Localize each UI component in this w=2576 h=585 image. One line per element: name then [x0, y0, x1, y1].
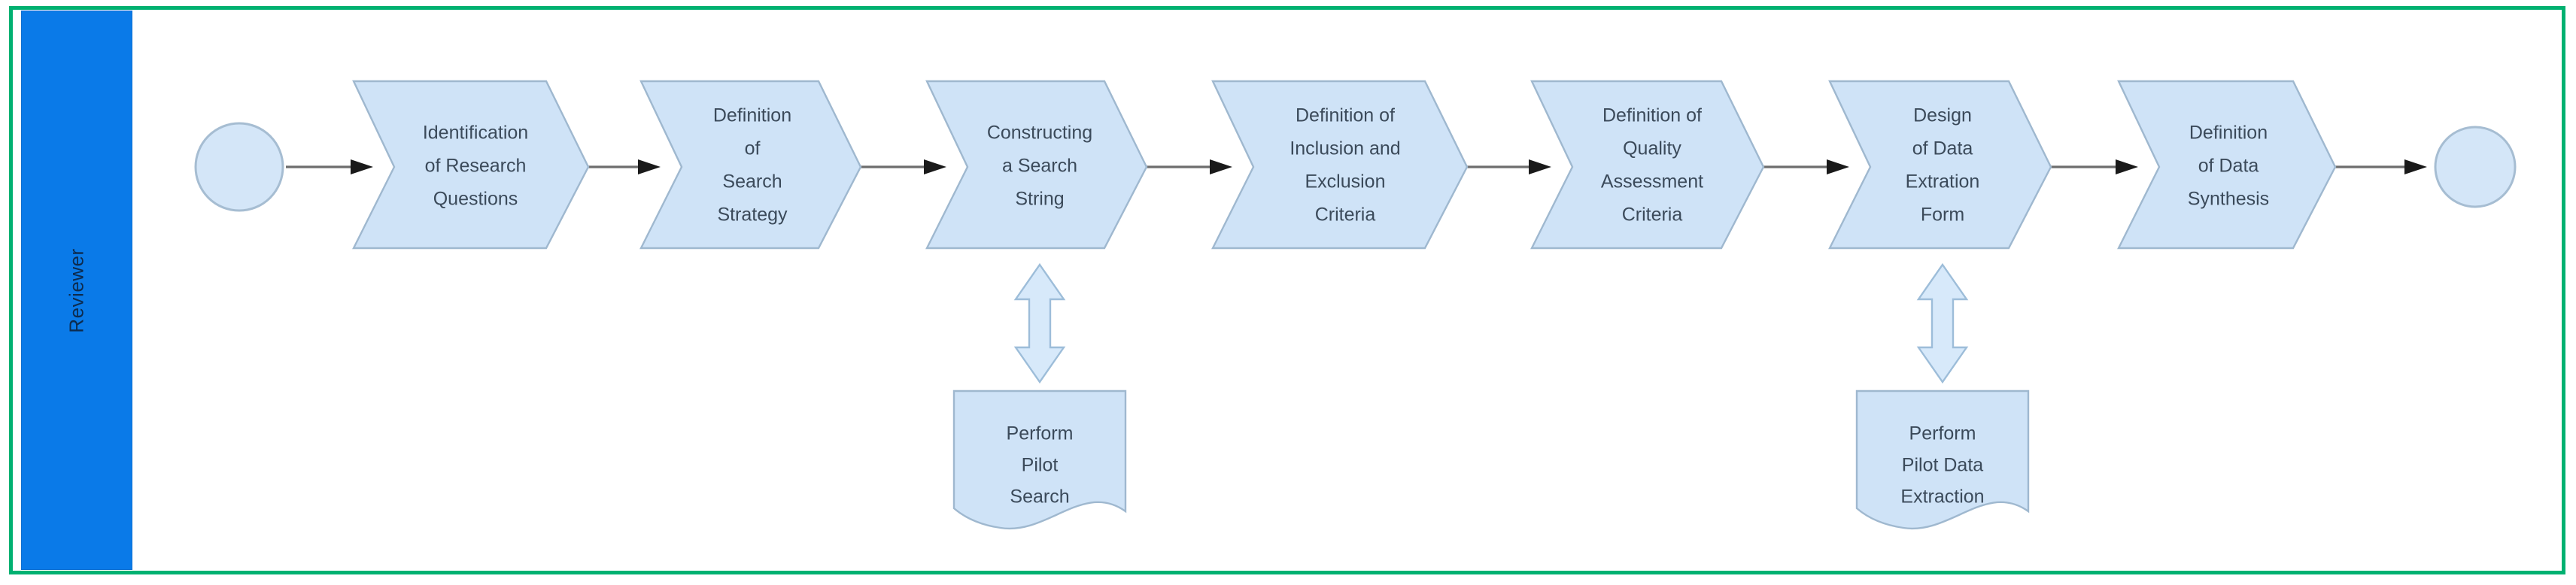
task-label-line: Search	[722, 171, 782, 192]
task-label-line: Assessment	[1601, 171, 1703, 192]
flow-arrowhead	[2404, 159, 2427, 174]
task-label-line: a Search	[1002, 156, 1077, 177]
task-label-line: Definition of	[1296, 105, 1395, 126]
flow-arrowhead	[924, 159, 946, 174]
task-definition-of-inclusion-exclusion-criteria[interactable]: Definition of Inclusion and Exclusion Cr…	[1211, 80, 1469, 250]
task-label-line: of Research	[425, 156, 527, 177]
task-label-line: Exclusion	[1305, 171, 1386, 192]
task-label-line: Definition of	[1602, 105, 1702, 126]
task-design-of-data-extration-form[interactable]: Design of Data Extration Form	[1828, 80, 2052, 250]
task-definition-of-quality-assessment-criteria[interactable]: Definition of Quality Assessment Criteri…	[1530, 80, 1765, 250]
task-definition-of-search-strategy[interactable]: Definition of Search Strategy	[639, 80, 862, 250]
document-label-line: Perform	[1007, 423, 1074, 444]
task-label-line: Extration	[1906, 171, 1980, 192]
bidirectional-association-arrow[interactable]	[1013, 262, 1066, 384]
flow-arrowhead	[351, 159, 373, 174]
document-label-line: Pilot Data	[1902, 455, 1983, 476]
document-label-line: Pilot	[1022, 455, 1059, 476]
document-perform-pilot-data-extraction[interactable]: Perform Pilot Data Extraction	[1855, 389, 2030, 530]
task-label-line: Synthesis	[2188, 189, 2269, 210]
task-label-line: of Data	[1912, 138, 1973, 159]
flow-arrowhead	[2116, 159, 2138, 174]
task-label-line: Quality	[1623, 138, 1681, 159]
task-label-line: Strategy	[717, 205, 788, 226]
lane-header-band[interactable]: Reviewer	[21, 11, 132, 570]
task-definition-of-data-synthesis[interactable]: Definition of Data Synthesis	[2117, 80, 2337, 250]
lane-label-reviewer: Reviewer	[65, 247, 88, 333]
task-label-line: Criteria	[1315, 205, 1376, 226]
task-constructing-a-search-string[interactable]: Constructing a Search String	[925, 80, 1148, 250]
flow-arrowhead	[638, 159, 661, 174]
task-identification-of-research-questions[interactable]: Identification of Research Questions	[352, 80, 590, 250]
end-event[interactable]	[2434, 126, 2517, 208]
task-label-line: Identification	[423, 123, 528, 144]
task-label-line: Definition	[713, 105, 791, 126]
task-label-line: Criteria	[1622, 205, 1683, 226]
flow-arrowhead	[1210, 159, 1232, 174]
task-label-line: Design	[1913, 105, 1972, 126]
document-label-line: Extraction	[1900, 486, 1984, 508]
task-label-line: Form	[1921, 205, 1964, 226]
task-label-line: of	[745, 138, 761, 159]
task-label-line: String	[1015, 189, 1064, 210]
bidirectional-association-arrow[interactable]	[1916, 262, 1969, 384]
sequence-flows	[286, 159, 2427, 174]
task-label-line: Definition	[2189, 123, 2268, 144]
document-perform-pilot-search[interactable]: Perform Pilot Search	[952, 389, 1127, 530]
document-label-line: Perform	[1909, 423, 1976, 444]
flow-arrowhead	[1827, 159, 1849, 174]
flow-arrowhead	[1529, 159, 1551, 174]
task-label-line: Inclusion and	[1290, 138, 1400, 159]
document-label-line: Search	[1010, 486, 1069, 508]
task-label-line: of Data	[2198, 156, 2259, 177]
start-event[interactable]	[194, 122, 284, 212]
task-label-line: Questions	[433, 189, 518, 210]
task-label-line: Constructing	[987, 123, 1092, 144]
